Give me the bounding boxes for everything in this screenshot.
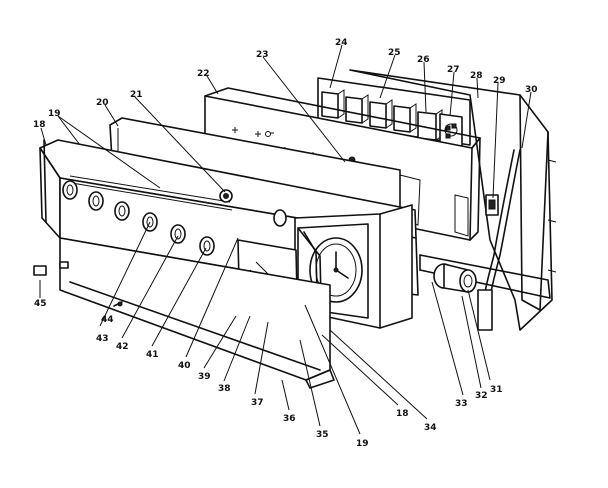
callout-c25: 25 [388,48,401,58]
relay-25a [345,94,369,124]
relay-25b [369,99,393,129]
leader-lines [39,44,532,435]
knob-5 [170,224,186,244]
callout-c28: 28 [470,71,483,81]
callout-c18a: 18 [33,120,46,130]
callout-c39: 39 [198,372,211,382]
callout-c41: 41 [146,350,159,360]
knob-3 [114,201,130,221]
callout-c18b: 18 [396,409,409,419]
small-parts [33,261,123,307]
clip-45 [33,265,47,276]
callout-c38: 38 [218,384,231,394]
callout-c21: 21 [130,90,143,100]
callout-c19a: 19 [48,109,61,119]
lower-trim [59,237,335,389]
wiring-harness [477,149,521,331]
callout-c32: 32 [475,391,488,401]
callout-c42: 42 [116,342,129,352]
callout-c33: 33 [455,399,468,409]
indicator-light [219,189,233,203]
bottom-rail [419,254,551,299]
callout-c44: 44 [101,315,114,325]
callout-c37: 37 [251,398,264,408]
callout-c34: 34 [424,423,437,433]
rear-panel [349,69,557,331]
callout-c19b: 19 [356,439,369,449]
relay-25c [393,103,417,133]
callout-c43: 43 [96,334,109,344]
motor-assembly [433,263,477,293]
control-knobs [62,180,287,256]
callout-c36: 36 [283,414,296,424]
callout-c23: 23 [256,50,269,60]
callout-c22: 22 [197,69,210,79]
callout-labels: 18 19 20 21 22 23 24 25 26 27 28 29 30 3… [33,38,538,449]
callout-c45: 45 [34,299,47,309]
callout-c35: 35 [316,430,329,440]
callout-c29: 29 [493,76,506,86]
knob-2 [88,191,104,211]
callout-c30: 30 [525,85,538,95]
callout-c26: 26 [417,55,430,65]
knob-7 [273,209,287,227]
knob-1 [62,180,78,200]
relay-24 [321,89,345,119]
callout-c24: 24 [335,38,348,48]
callout-c20: 20 [96,98,109,108]
knob-6 [199,236,215,256]
callout-c40: 40 [178,361,191,371]
callout-c31: 31 [490,385,503,395]
callout-c27: 27 [447,65,460,75]
